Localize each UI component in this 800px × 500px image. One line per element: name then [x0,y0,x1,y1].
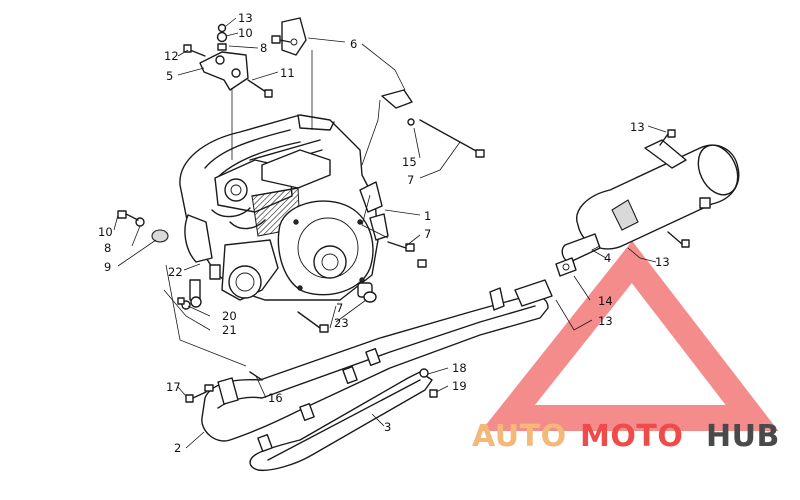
callout-2: 2 [174,441,181,455]
callout-7: 7 [407,173,414,187]
callout-7: 7 [424,227,431,241]
leader-lines [113,17,667,449]
callout-9: 9 [104,260,111,274]
watermark-word-auto: AUTO [472,419,567,454]
engine-mount-6 [271,17,485,158]
callout-16: 16 [268,391,283,405]
callout-3: 3 [384,420,391,434]
callout-labels: 13 10 8 12 5 11 6 15 7 13 1 7 10 8 9 22 … [98,11,670,455]
callout-13: 13 [598,314,613,328]
callout-17: 17 [166,380,181,394]
muffler [555,129,740,277]
engine-mount-bracket [183,23,273,98]
left-hardware [117,210,427,333]
callout-23: 23 [334,316,349,330]
callout-6: 6 [350,37,357,51]
watermark-wordmark: AUTO MOTO HUB [472,419,780,454]
callout-10: 10 [238,26,253,40]
engine-assembly [179,114,389,308]
callout-13: 13 [630,120,645,134]
watermark-word-moto: MOTO [580,419,683,454]
callout-10: 10 [98,225,113,239]
callout-18: 18 [452,361,467,375]
watermark-logo [481,240,779,431]
callout-8: 8 [260,41,267,55]
callout-1: 1 [424,209,431,223]
callout-19: 19 [452,379,467,393]
callout-14: 14 [598,294,613,308]
callout-15: 15 [402,155,417,169]
callout-22: 22 [168,265,183,279]
watermark-word-hub: HUB [706,419,780,454]
callout-11: 11 [280,66,295,80]
callout-13: 13 [238,11,253,25]
callout-21: 21 [222,323,237,337]
callout-13: 13 [655,255,670,269]
callout-7: 7 [336,301,343,315]
callout-8: 8 [104,241,111,255]
exhaust-system [185,279,553,472]
callout-12: 12 [164,49,179,63]
callout-20: 20 [222,309,237,323]
callout-5: 5 [166,69,173,83]
callout-4: 4 [604,251,611,265]
